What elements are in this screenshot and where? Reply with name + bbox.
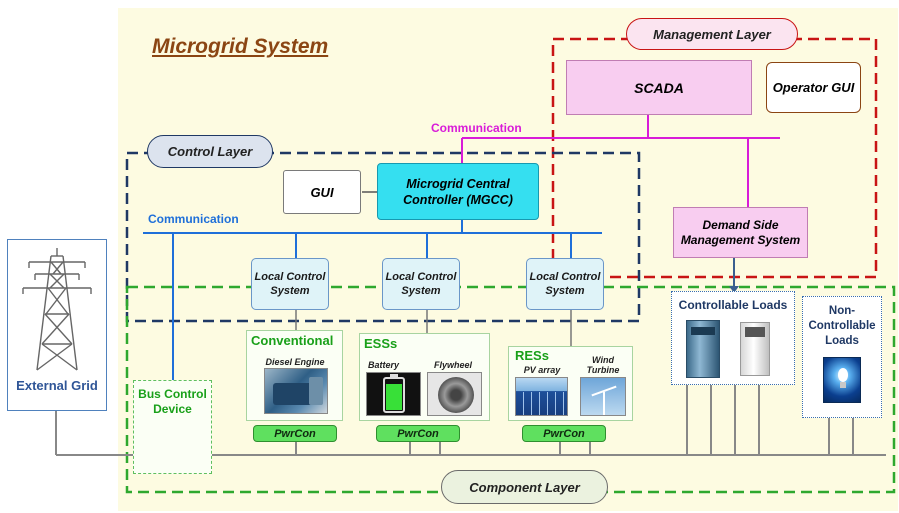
conventional-label: Conventional [251, 333, 334, 348]
diesel-engine-label: Diesel Engine [265, 357, 325, 367]
control-layer-border [125, 151, 641, 323]
pv-array-label: PV array [523, 365, 561, 375]
blue-communication-label: Communication [148, 212, 239, 226]
wind-turbine-label: Wind Turbine [586, 355, 620, 375]
scada-box: SCADA [566, 60, 752, 115]
component-layer-border [125, 285, 896, 494]
bus-control-device-label: Bus Control Device [138, 387, 207, 416]
pwrcon-ress: PwrCon [522, 425, 606, 442]
air-conditioner-icon [686, 320, 720, 378]
component-layer-label: Component Layer [441, 470, 608, 504]
gui-box: GUI [283, 170, 361, 214]
external-grid-box: External Grid [7, 239, 107, 411]
controllable-loads-label: Controllable Loads [678, 298, 788, 312]
battery-label: Battery [368, 360, 400, 370]
light-bulb-icon [823, 357, 861, 403]
pv-array-image [515, 377, 568, 416]
transmission-tower-icon [22, 248, 92, 371]
non-controllable-loads-label: Non-Controllable Loads [808, 305, 876, 347]
diesel-engine-image [264, 368, 328, 414]
diagram-title: Microgrid System [152, 35, 329, 58]
mgcc-box: Microgrid Central Controller (MGCC) [377, 163, 539, 220]
operator-gui-box: Operator GUI [766, 62, 861, 113]
control-layer-label: Control Layer [147, 135, 273, 168]
pwrcon-esss: PwrCon [376, 425, 460, 442]
magenta-communication-label: Communication [431, 121, 522, 135]
local-control-system-1: Local Control System [251, 258, 329, 310]
flywheel-label: Flywheel [433, 360, 472, 370]
local-control-system-3: Local Control System [526, 258, 604, 310]
wind-turbine-image [580, 377, 626, 416]
pwrcon-conventional: PwrCon [253, 425, 337, 442]
portable-ac-icon [740, 322, 770, 376]
esss-label: ESSs [364, 336, 398, 351]
management-layer-label: Management Layer [626, 18, 798, 50]
flywheel-image [427, 372, 482, 416]
demand-side-management-box: Demand Side Management System [673, 207, 808, 258]
battery-image [366, 372, 421, 416]
ress-label: RESs [515, 348, 549, 363]
external-grid-label: External Grid [16, 378, 98, 393]
bus-control-device-box: Bus Control Device [133, 380, 212, 474]
local-control-system-2: Local Control System [382, 258, 460, 310]
